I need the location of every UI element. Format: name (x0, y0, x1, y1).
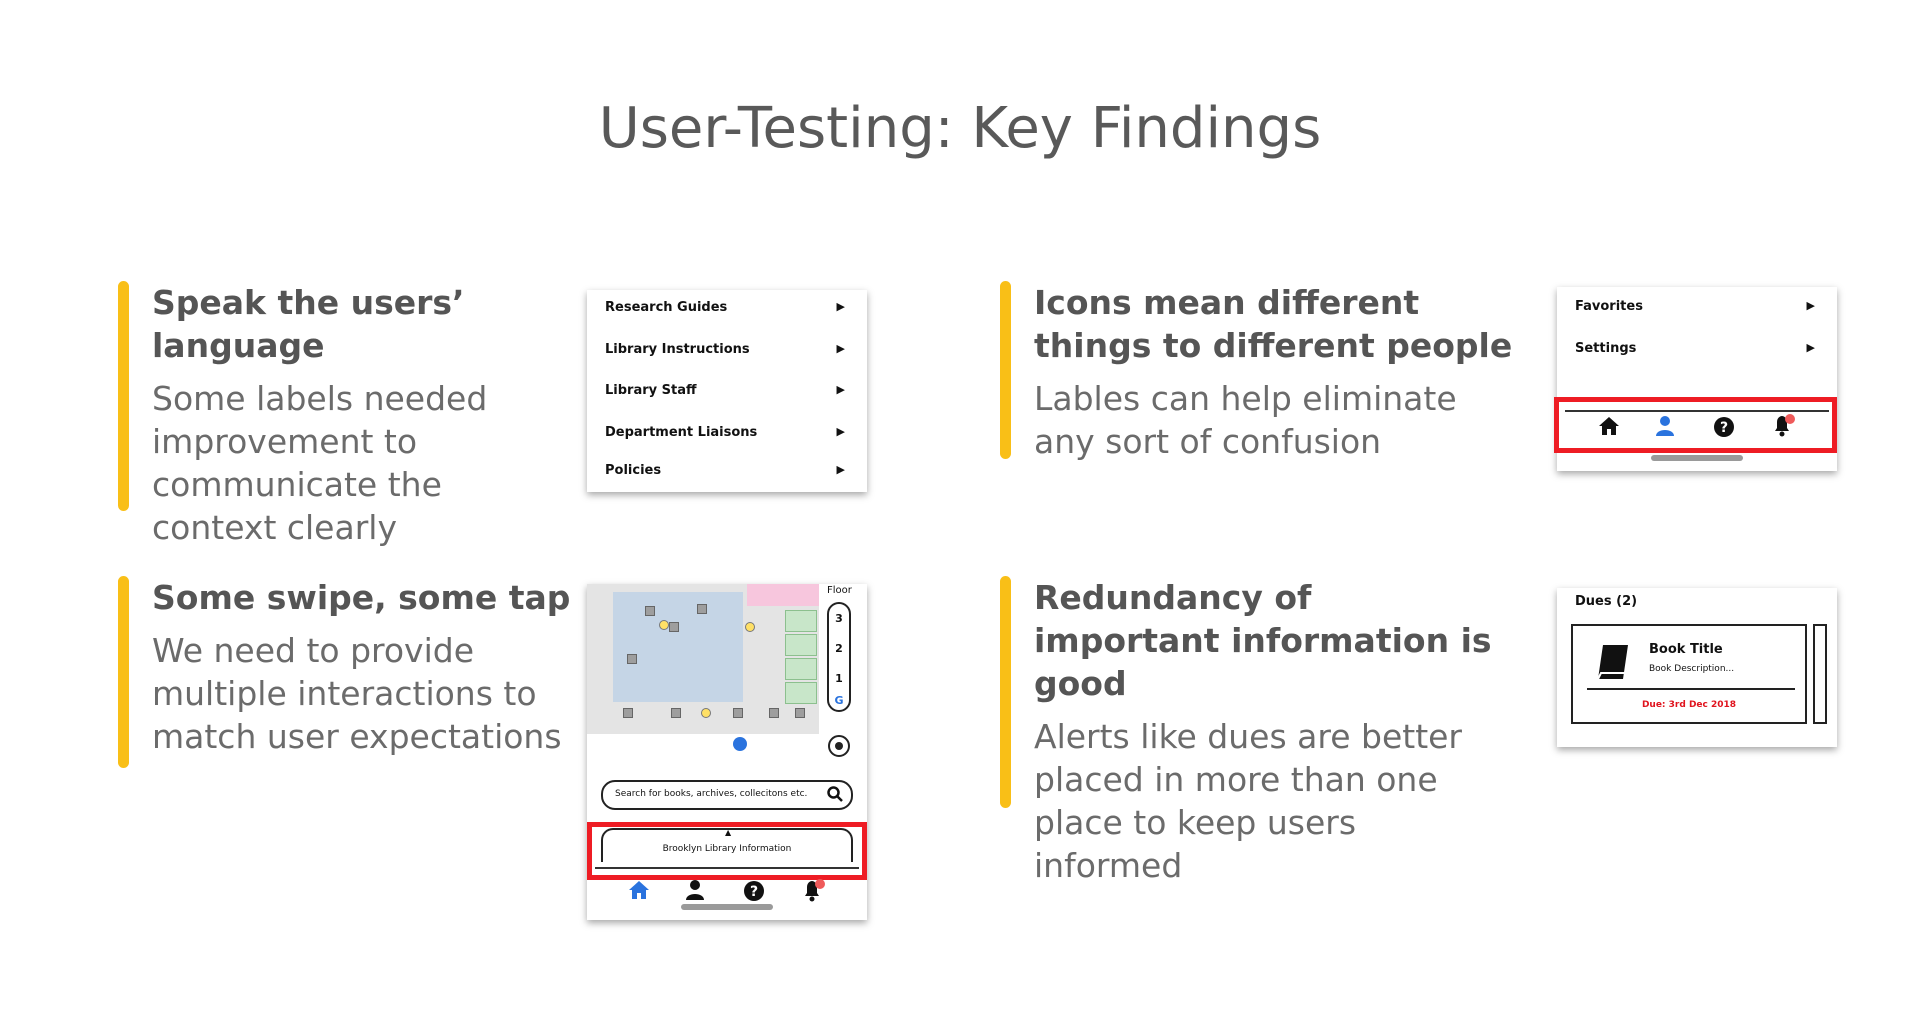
map-shelf (785, 658, 817, 680)
scroll-handle (681, 904, 773, 910)
highlight-box (587, 822, 867, 880)
map-shelf (785, 610, 817, 632)
finding-speak-language: Speak the users’ language Some labels ne… (118, 281, 568, 547)
locate-me-icon[interactable] (827, 734, 851, 762)
accent-bar (1000, 281, 1011, 459)
menu-item-research-guides: Research Guides ▶ (605, 300, 845, 315)
next-card-peek (1813, 624, 1827, 724)
bell-icon[interactable] (801, 878, 827, 908)
floor-g[interactable]: G (834, 694, 844, 707)
finding-body: Lables can help eliminate any sort of co… (1034, 379, 1457, 461)
book-title: Book Title (1649, 642, 1723, 657)
map-marker (697, 604, 707, 614)
map-marker (645, 606, 655, 616)
finding-heading: Redundancy of important information is g… (1034, 578, 1492, 703)
menu-item-policies: Policies ▶ (605, 463, 845, 478)
map-marker (627, 654, 637, 664)
nav-divider (1565, 410, 1829, 412)
svg-text:?: ? (1720, 420, 1728, 436)
finding-body: Some labels needed improvement to commun… (152, 379, 488, 547)
drawer-handle-icon: ▲ (725, 828, 732, 837)
slide-title: User-Testing: Key Findings (598, 96, 1322, 161)
book-icon (1593, 642, 1633, 686)
dues-mockup: Dues (2) Book Title Book Description... … (1557, 588, 1837, 747)
map-marker (659, 620, 669, 630)
person-icon (1655, 415, 1675, 443)
chevron-right-icon: ▶ (836, 342, 845, 355)
card-divider (1587, 688, 1795, 690)
highlight-box (1554, 397, 1837, 453)
accent-bar (1000, 576, 1011, 808)
map-marker (701, 708, 711, 718)
menu-item-favorites: Favorites ▶ (1575, 299, 1815, 314)
finding-body: We need to provide multiple interactions… (152, 631, 562, 756)
finding-redundancy: Redundancy of important information is g… (1000, 576, 1520, 885)
help-icon: ? (1713, 416, 1735, 444)
map-shelf (785, 634, 817, 656)
map-room (613, 592, 743, 702)
floor-selector[interactable]: 3 2 1 G (827, 602, 851, 712)
map-marker (769, 708, 779, 718)
menu-item-library-staff: Library Staff ▶ (605, 383, 845, 398)
dues-header: Dues (2) (1575, 594, 1638, 609)
finding-swipe-tap: Some swipe, some tap We need to provide … (118, 576, 570, 771)
map-room (747, 584, 819, 606)
chevron-right-icon: ▶ (836, 383, 845, 396)
menu-item-department-liaisons: Department Liaisons ▶ (605, 425, 845, 440)
home-icon (1598, 416, 1620, 442)
home-icon[interactable] (628, 880, 650, 906)
map-marker (669, 622, 679, 632)
finding-body: Alerts like dues are better placed in mo… (1034, 717, 1463, 885)
chevron-right-icon: ▶ (836, 463, 845, 476)
dues-card[interactable]: Book Title Book Description... Due: 3rd … (1571, 624, 1807, 724)
person-icon[interactable] (685, 879, 705, 907)
search-input[interactable]: Search for books, archives, collecitons … (615, 789, 808, 799)
map-marker (733, 708, 743, 718)
icons-mockup: Favorites ▶ Settings ▶ ? (1554, 287, 1837, 471)
finding-icons-meaning: Icons mean different things to different… (1000, 281, 1520, 461)
menu-mockup: Research Guides ▶ Library Instructions ▶… (587, 290, 867, 492)
floor-2[interactable]: 2 (835, 642, 843, 655)
search-icon[interactable] (827, 786, 843, 806)
floor-1[interactable]: 1 (835, 672, 843, 685)
map-mockup: Floor 3 2 1 G Search for books, archives… (587, 584, 867, 920)
location-pin-icon (732, 734, 748, 756)
accent-bar (118, 576, 129, 768)
drawer-label: Brooklyn Library Information (662, 844, 792, 854)
scroll-handle (1651, 455, 1743, 461)
chevron-right-icon: ▶ (836, 300, 845, 313)
map-marker (795, 708, 805, 718)
menu-item-settings: Settings ▶ (1575, 341, 1815, 356)
due-date: Due: 3rd Dec 2018 (1641, 700, 1737, 710)
book-description: Book Description... (1649, 664, 1735, 674)
finding-heading: Speak the users’ language (152, 283, 465, 365)
menu-item-library-instructions: Library Instructions ▶ (605, 342, 845, 357)
search-bar[interactable]: Search for books, archives, collecitons … (601, 780, 853, 810)
floor-label: Floor (827, 585, 852, 596)
finding-heading: Some swipe, some tap (152, 578, 571, 617)
accent-bar (118, 281, 129, 511)
floor-3[interactable]: 3 (835, 612, 843, 625)
info-drawer[interactable]: ▲ Brooklyn Library Information (601, 828, 853, 862)
finding-heading: Icons mean different things to different… (1034, 283, 1513, 365)
map-marker (745, 622, 755, 632)
chevron-right-icon: ▶ (836, 425, 845, 438)
chevron-right-icon: ▶ (1806, 299, 1815, 312)
map-shelf (785, 682, 817, 704)
svg-text:?: ? (750, 884, 758, 900)
map-marker (671, 708, 681, 718)
bell-icon (1771, 413, 1797, 443)
chevron-right-icon: ▶ (1806, 341, 1815, 354)
help-icon[interactable]: ? (743, 880, 765, 908)
map-marker (623, 708, 633, 718)
drawer-baseline (595, 867, 859, 869)
